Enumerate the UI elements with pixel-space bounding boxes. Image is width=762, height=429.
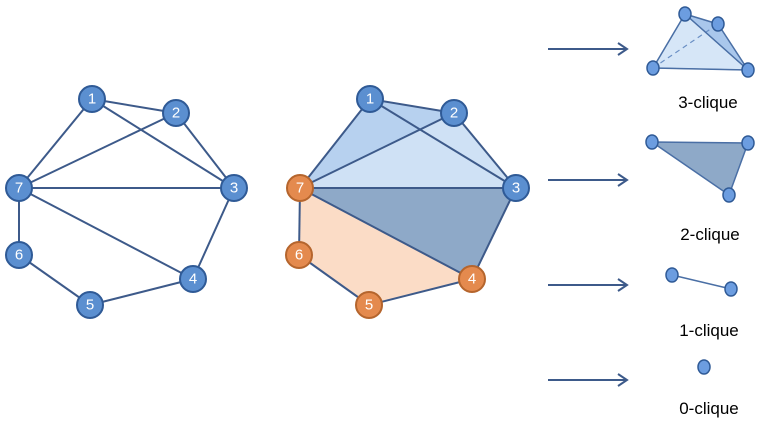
face-2-3-7 (300, 113, 516, 188)
middle-node-4: 4 (458, 265, 486, 293)
middle-node-2: 2 (440, 99, 468, 127)
left-node-3: 3 (220, 174, 248, 202)
left-node-6: 6 (5, 241, 33, 269)
svg-text:4: 4 (468, 271, 476, 288)
m-edge-1-3 (369, 98, 517, 189)
caption-0-clique: 0-clique (679, 399, 739, 418)
caption-2-clique: 2-clique (680, 225, 740, 244)
arrow-3-clique (548, 42, 629, 56)
face-7-3-4 (300, 188, 516, 279)
middle-node-1: 1 (356, 85, 384, 113)
svg-text:6: 6 (15, 247, 23, 264)
tetrahedron-icon (646, 6, 755, 78)
caption-3-clique: 3-clique (678, 93, 738, 112)
m-edge-1-7 (299, 98, 371, 189)
arrow-0-clique (548, 373, 629, 387)
svg-text:7: 7 (15, 180, 23, 197)
middle-node-5: 5 (355, 291, 383, 319)
edge-2-7 (18, 112, 177, 189)
m-edge-2-7 (299, 112, 455, 189)
arrow-2-clique (548, 173, 629, 187)
middle-node-3: 3 (502, 174, 530, 202)
m-edge-7-4 (299, 187, 473, 280)
face-7-6-5-4 (299, 188, 472, 305)
left-node-1: 1 (78, 85, 106, 113)
edge-4-3 (192, 187, 235, 280)
svg-text:5: 5 (365, 297, 373, 314)
svg-text:4: 4 (189, 271, 197, 288)
middle-complex: 1 2 3 4 5 6 7 (285, 85, 530, 319)
face-1-2-7 (300, 99, 454, 188)
svg-text:2: 2 (172, 105, 180, 122)
vertex-icon (697, 359, 711, 375)
left-graph: 1 2 3 4 5 6 7 (5, 85, 248, 319)
left-node-2: 2 (162, 99, 190, 127)
middle-node-6: 6 (285, 241, 313, 269)
svg-text:1: 1 (88, 91, 96, 108)
edge-icon (665, 267, 738, 297)
edge-1-3 (91, 98, 235, 189)
m-edge-1-2 (369, 98, 455, 114)
edge-2-3 (175, 112, 235, 189)
svg-text:6: 6 (295, 247, 303, 264)
svg-text:7: 7 (296, 180, 304, 197)
edge-7-4 (18, 187, 194, 280)
m-edge-5-4 (368, 278, 473, 306)
m-edge-2-3 (453, 112, 517, 189)
svg-text:3: 3 (230, 180, 238, 197)
left-node-7: 7 (5, 174, 33, 202)
svg-text:5: 5 (86, 297, 94, 314)
left-node-4: 4 (179, 265, 207, 293)
edge-5-4 (89, 278, 194, 306)
caption-1-clique: 1-clique (679, 321, 739, 340)
triangle-icon (645, 134, 755, 203)
edge-1-2 (91, 98, 177, 114)
m-edge-4-3 (471, 187, 517, 280)
svg-text:2: 2 (450, 105, 458, 122)
edge-6-5 (18, 254, 91, 306)
svg-text:3: 3 (512, 180, 520, 197)
svg-text:1: 1 (366, 91, 374, 108)
left-node-5: 5 (76, 291, 104, 319)
edge-1-7 (18, 98, 93, 189)
arrow-1-clique (548, 278, 629, 292)
m-edge-6-5 (298, 254, 370, 306)
middle-node-7: 7 (286, 174, 314, 202)
